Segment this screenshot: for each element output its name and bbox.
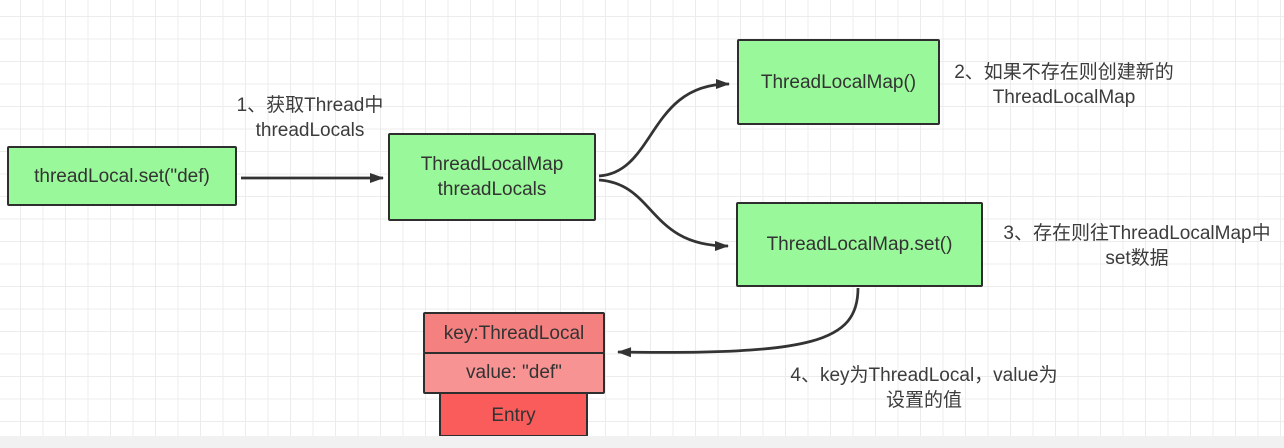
annotation-step-3: 3、存在则往ThreadLocalMap中 set数据 [991, 221, 1283, 271]
annotation-step-2: 2、如果不存在则创建新的 ThreadLocalMap [948, 60, 1180, 110]
connector-threadlocals-to-mapset-arrow [598, 178, 729, 251]
node-entry-value-label: value: "def" [466, 362, 562, 383]
node-threadlocalmap-threadlocals: ThreadLocalMap threadLocals [388, 133, 596, 221]
annotation-step-2-line1: 2、如果不存在则创建新的 [954, 62, 1174, 83]
node-entry-value: value: "def" [423, 351, 605, 394]
annotation-step-4: 4、key为ThreadLocal，value为 设置的值 [778, 363, 1070, 413]
annotation-step-3-line1: 3、存在则往ThreadLocalMap中 [1003, 223, 1271, 244]
node-threadlocalmap-line2: threadLocals [437, 179, 547, 200]
node-threadlocal-set-label: threadLocal.set("def) [34, 165, 210, 187]
annotation-step-2-line2: ThreadLocalMap [992, 87, 1136, 108]
node-entry-key: key:ThreadLocal [423, 312, 605, 354]
connector-threadlocals-to-mapctor-arrow [598, 79, 730, 178]
node-threadlocalmap-set-label: ThreadLocalMap.set() [766, 234, 953, 255]
connector-mapset-to-entry-arrow [617, 287, 860, 358]
horizontal-scrollbar-track[interactable] [0, 436, 1284, 448]
node-entry-key-label: key:ThreadLocal [443, 322, 585, 344]
annotation-step-4-line1: 4、key为ThreadLocal，value为 [790, 365, 1058, 386]
node-threadlocalmap-set: ThreadLocalMap.set() [736, 202, 983, 287]
annotation-step-4-line2: 设置的值 [885, 390, 962, 411]
node-entry-label: Entry [491, 405, 536, 426]
node-threadlocal-set: threadLocal.set("def) [7, 146, 237, 206]
node-threadlocalmap-constructor: ThreadLocalMap() [737, 39, 940, 125]
node-threadlocalmap-line1: ThreadLocalMap [420, 154, 564, 175]
annotation-step-1-line1: 1、获取Thread中 [236, 95, 384, 116]
node-entry: Entry [439, 390, 588, 437]
annotation-step-3-line2: set数据 [1105, 248, 1169, 269]
annotation-step-1: 1、获取Thread中 threadLocals [223, 93, 397, 143]
annotation-step-1-line2: threadLocals [255, 120, 365, 141]
node-threadlocalmap-constructor-label: ThreadLocalMap() [760, 71, 917, 93]
